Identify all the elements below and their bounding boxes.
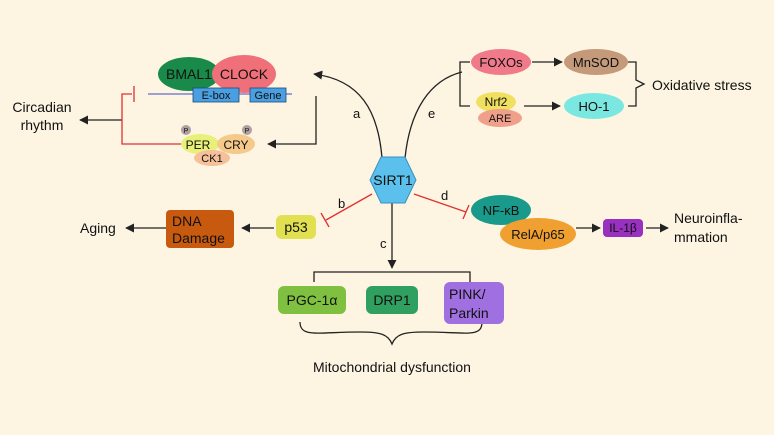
inflammation-group: NF-κB RelA/p65 IL-1β Neuroinfla- mmation [471, 195, 743, 250]
cry-phospho-node [242, 125, 252, 135]
ebox-label: E-box [202, 90, 231, 102]
per-label: PER [186, 138, 211, 152]
pink-parkin-label-line2: Parkin [449, 305, 489, 321]
sirt1-label: SIRT1 [373, 172, 413, 188]
circadian-rhythm-label-line1: Circadian [12, 99, 71, 115]
pgc1a-label: PGC-1α [287, 292, 338, 308]
p53-box [276, 215, 316, 239]
aging-label: Aging [80, 220, 116, 236]
oxidative-stress-label: Oxidative stress [652, 77, 752, 93]
mito-top-bracket [313, 271, 471, 282]
nrf2-node [476, 92, 516, 112]
arrow-sirt1-to-oxidative [404, 71, 463, 159]
drp1-box [366, 286, 418, 314]
inhibitions [121, 86, 470, 228]
sirt1-hexagon [369, 156, 417, 204]
ebox-box [192, 87, 240, 103]
mnsod-label: MnSOD [573, 55, 619, 70]
gene-label: Gene [255, 90, 282, 102]
inhibit-sirt1-to-nfkb [413, 193, 467, 213]
bmal1-label: BMAL1 [166, 66, 212, 82]
are-label: ARE [489, 113, 512, 125]
ho1-label: HO-1 [578, 99, 609, 114]
mito-bottom-brace [299, 321, 483, 346]
connectors [79, 57, 669, 346]
aging-group: p53 DNA Damage Aging [80, 210, 316, 248]
rela-label: RelA/p65 [511, 227, 564, 242]
nfkb-label: NF-κB [483, 203, 520, 218]
circadian-group: BMAL1 CLOCK E-box Gene PER CRY CK1 P P C… [12, 55, 287, 166]
arrow-to-per-cry [267, 96, 317, 149]
p53-label: p53 [284, 219, 308, 235]
rela-node [500, 218, 576, 250]
clock-node [212, 55, 276, 93]
dna-damage-box [166, 210, 234, 248]
inhibit-bar-nfkb [462, 204, 470, 220]
pathway-label-b: b [338, 196, 345, 211]
pathway-label-c: c [380, 236, 387, 251]
arrow-sirt1-to-circadian [313, 70, 383, 159]
inhibit-bar-p53 [320, 212, 330, 228]
pathway-label-e: e [428, 106, 435, 121]
nfkb-node [471, 195, 531, 225]
pathway-label-a: a [353, 106, 361, 121]
dna-damage-label-line1: DNA [172, 213, 202, 229]
circadian-rhythm-label-line2: rhythm [21, 117, 64, 133]
mitochondrial-dysfunction-label: Mitochondrial dysfunction [313, 359, 471, 375]
pgc1a-box [278, 286, 346, 314]
pink-parkin-box [444, 282, 504, 324]
il1b-box [603, 219, 643, 237]
il1b-label: IL-1β [609, 221, 637, 235]
oxidative-left-bracket [459, 61, 470, 107]
sirt1-group: SIRT1 [369, 156, 417, 204]
pathway-letters: a e b d c [338, 106, 448, 251]
ck1-label: CK1 [201, 153, 222, 165]
inhibit-per-cry-to-bmal1-clock [121, 93, 188, 145]
cry-node [217, 134, 255, 154]
gene-box [249, 87, 287, 103]
clock-label: CLOCK [220, 66, 269, 82]
dna-damage-label-line2: Damage [172, 230, 225, 246]
oxidative-group: FOXOs MnSOD Nrf2 ARE HO-1 Oxidative stre… [471, 49, 752, 127]
nrf2-label: Nrf2 [485, 95, 508, 109]
cry-label: CRY [223, 138, 248, 152]
mito-group: PGC-1α DRP1 PINK/ Parkin Mitochondrial d… [278, 282, 504, 375]
mnsod-node [564, 49, 628, 75]
ck1-node [194, 150, 230, 166]
neuroinflammation-label-line1: Neuroinfla- [674, 210, 743, 226]
are-node [478, 109, 522, 127]
neuroinflammation-label-line2: mmation [674, 229, 728, 245]
inhibit-sirt1-to-p53 [325, 193, 373, 221]
pathway-label-d: d [441, 188, 448, 203]
pink-parkin-label-line1: PINK/ [449, 286, 486, 302]
bmal1-node [158, 57, 220, 91]
per-node [181, 134, 219, 154]
per-phospho-node [181, 125, 191, 135]
per-phospho-label: P [184, 128, 189, 135]
drp1-label: DRP1 [373, 292, 411, 308]
cry-phospho-label: P [245, 128, 250, 135]
foxos-node [471, 49, 531, 75]
foxos-label: FOXOs [479, 55, 523, 70]
oxidative-right-brace [628, 61, 646, 107]
ho1-node [564, 93, 624, 119]
